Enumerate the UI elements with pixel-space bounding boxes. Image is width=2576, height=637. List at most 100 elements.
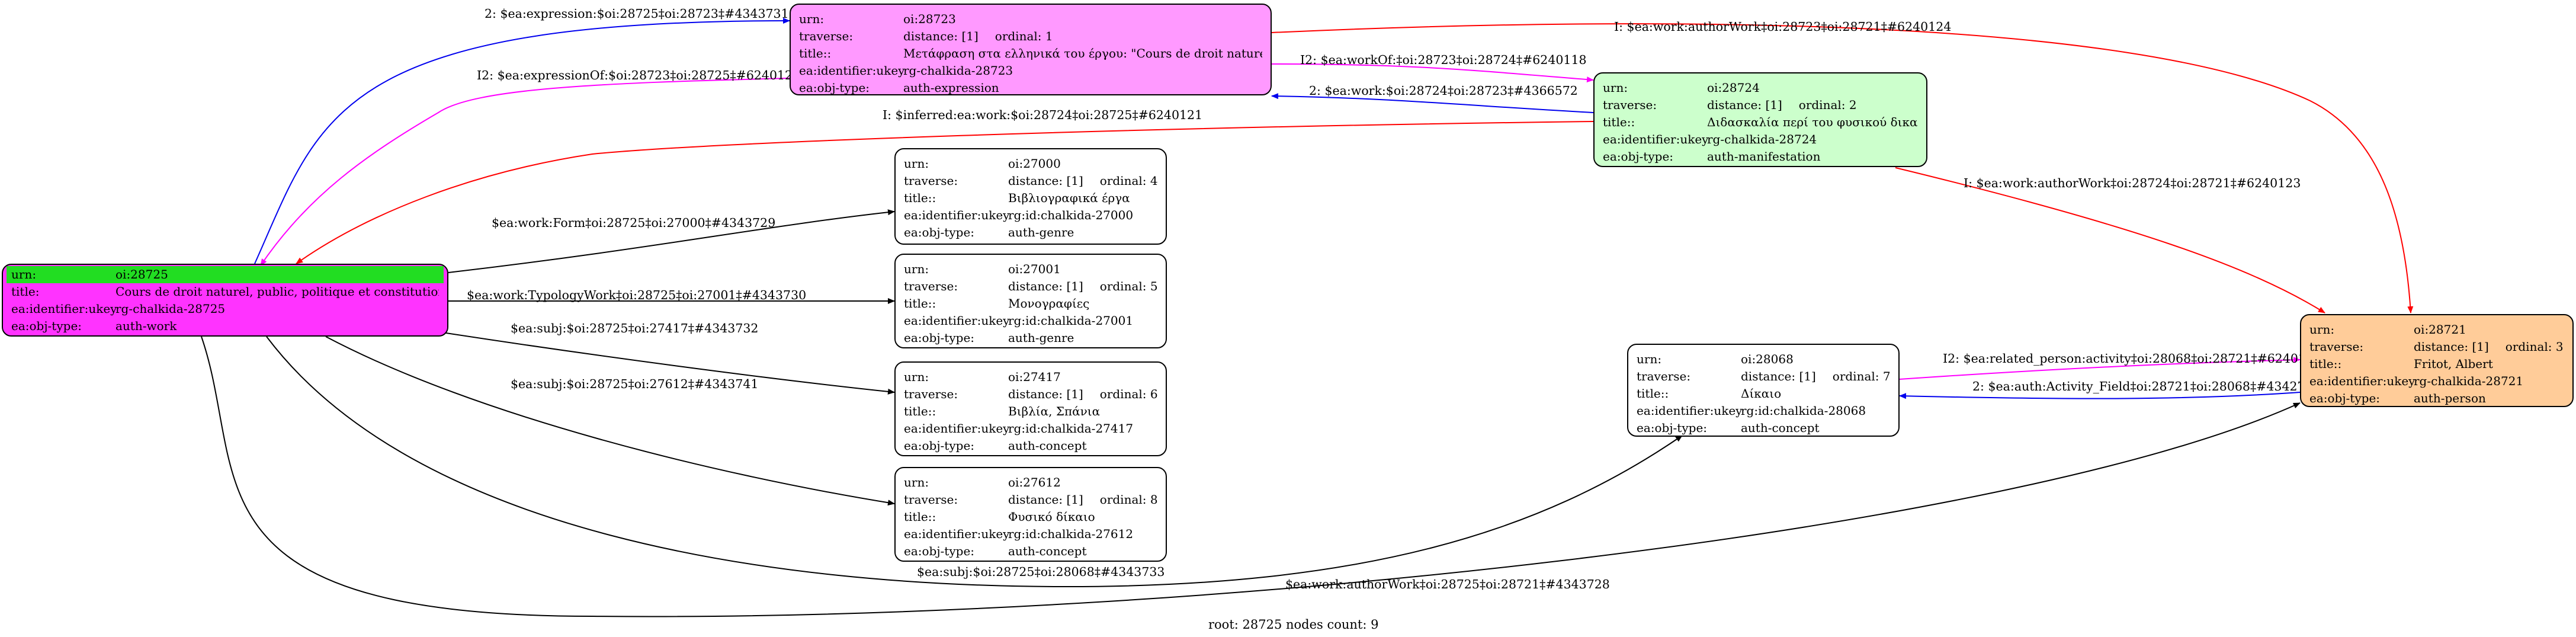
node-key-ukey: ea:identifier:ukey xyxy=(11,302,117,316)
node-root-28725[interactable]: urn: oi:28725 title:Cours de droit natur… xyxy=(2,264,448,337)
node-urn: oi:28724 xyxy=(1707,81,1760,95)
node-ukey: rg-chalkida-28723 xyxy=(903,63,1013,78)
node-ukey: rg:id:chalkida-27000 xyxy=(1008,208,1134,222)
edge-subj-27417 xyxy=(438,331,895,395)
node-distance: distance: [1] xyxy=(2414,340,2489,354)
edge-author-work-28724 xyxy=(1895,167,2325,313)
edge-label-author-work-28724: I: $ea:work:authorWork‡oi:28724‡oi:28721… xyxy=(1964,176,2301,190)
node-key-ukey: ea:identifier:ukey xyxy=(904,421,1010,436)
node-ordinal: ordinal: 1 xyxy=(995,29,1053,43)
node-key-ukey: ea:identifier:ukey xyxy=(904,208,1010,222)
node-key-urn: urn: xyxy=(904,370,929,384)
node-title: Μετάφραση στα ελληνικά του έργου: "Cours… xyxy=(903,46,1262,60)
edge-inferred-work xyxy=(296,121,1594,264)
graph-footer: root: 28725 nodes count: 9 xyxy=(1208,617,1379,632)
node-key-type: ea:obj-type: xyxy=(11,319,82,333)
node-key-title: title:: xyxy=(1637,386,1669,401)
node-title: Διδασκαλία περί του φυσικού δικαίου xyxy=(1707,115,1918,129)
edge-label-inferred-work: I: $inferred:ea:work:$oi:28724‡oi:28725‡… xyxy=(883,108,1203,122)
node-title: Δίκαιο xyxy=(1741,386,1782,401)
node-key-traverse: traverse: xyxy=(1637,369,1691,383)
node-urn: oi:28725 xyxy=(116,267,168,281)
node-type: auth-manifestation xyxy=(1707,149,1821,164)
node-urn: oi:27612 xyxy=(1008,475,1061,489)
node-type: auth-genre xyxy=(1008,225,1074,239)
node-title: Fritot, Albert xyxy=(2414,357,2493,371)
node-key-ukey: ea:identifier:ukey xyxy=(904,527,1010,541)
node-key-title: title:: xyxy=(2309,357,2342,371)
node-type: auth-genre xyxy=(1008,331,1074,345)
node-ordinal: ordinal: 2 xyxy=(1798,98,1857,112)
node-28068[interactable]: urn:oi:28068 traverse:distance: [1]ordin… xyxy=(1627,344,1900,437)
node-key-urn: urn: xyxy=(904,262,929,276)
node-key-type: ea:obj-type: xyxy=(904,331,975,345)
node-distance: distance: [1] xyxy=(1008,174,1083,188)
node-key-ukey: ea:identifier:ukey xyxy=(904,313,1010,328)
node-title: Βιβλιογραφικά έργα xyxy=(1008,191,1130,205)
node-type: auth-person xyxy=(2414,391,2486,405)
node-27612[interactable]: urn:oi:27612 traverse:distance: [1]ordin… xyxy=(894,467,1167,562)
node-ordinal: ordinal: 4 xyxy=(1099,174,1157,188)
node-urn: oi:28068 xyxy=(1741,352,1794,366)
node-urn: oi:28721 xyxy=(2414,322,2466,337)
edge-label-subj-27612: $ea:subj:$oi:28725‡oi:27612‡#4343741 xyxy=(511,377,759,391)
node-distance: distance: [1] xyxy=(1707,98,1782,112)
edge-expression-of xyxy=(260,78,790,266)
node-27001[interactable]: urn:oi:27001 traverse:distance: [1]ordin… xyxy=(894,254,1167,348)
node-type: auth-concept xyxy=(1008,438,1087,453)
node-key-ukey: ea:identifier:ukey xyxy=(799,63,905,78)
node-key-traverse: traverse: xyxy=(904,174,958,188)
node-key-type: ea:obj-type: xyxy=(904,438,975,453)
node-ordinal: ordinal: 6 xyxy=(1099,387,1157,401)
node-key-urn: urn: xyxy=(11,267,37,281)
edge-label-activity-field: 2: $ea:auth:Activity_Field‡oi:28721‡oi:2… xyxy=(1972,379,2321,393)
node-ukey: rg:id:chalkida-28068 xyxy=(1741,404,1866,418)
edge-typology-work xyxy=(448,298,895,305)
node-key-type: ea:obj-type: xyxy=(904,225,975,239)
node-ukey: rg-chalkida-28724 xyxy=(1707,132,1817,146)
node-key-urn: urn: xyxy=(904,475,929,489)
node-ordinal: ordinal: 8 xyxy=(1099,492,1157,507)
node-key-type: ea:obj-type: xyxy=(799,81,870,95)
edge-activity-field xyxy=(1899,392,2301,399)
node-ordinal: ordinal: 3 xyxy=(2505,340,2564,354)
node-distance: distance: [1] xyxy=(903,29,979,43)
node-key-title: title:: xyxy=(904,510,936,524)
node-distance: distance: [1] xyxy=(1008,279,1083,293)
root-header-row: urn: oi:28725 xyxy=(7,266,444,283)
node-key-urn: urn: xyxy=(1637,352,1662,366)
node-key-ukey: ea:identifier:ukey xyxy=(1603,132,1709,146)
node-ukey: rg-chalkida-28725 xyxy=(116,302,226,316)
node-type: auth-concept xyxy=(1741,421,1820,435)
edge-label-subj-28068: $ea:subj:$oi:28725‡oi:28068‡#4343733 xyxy=(917,565,1165,579)
node-title: Φυσικό δίκαιο xyxy=(1008,510,1095,524)
edge-subj-27612 xyxy=(325,336,895,506)
node-key-type: ea:obj-type: xyxy=(1637,421,1708,435)
node-28724[interactable]: urn:oi:28724 traverse:distance: [1]ordin… xyxy=(1593,72,1927,167)
node-28723[interactable]: urn:oi:28723 traverse:distance: [1]ordin… xyxy=(790,4,1272,95)
edge-label-typology-work: $ea:work:TypologyWork‡oi:28725‡oi:27001‡… xyxy=(467,288,807,302)
node-28721[interactable]: urn:oi:28721 traverse:distance: [1]ordin… xyxy=(2300,314,2574,407)
edge-label-work: 2: $ea:work:$oi:28724‡oi:28723‡#4366572 xyxy=(1309,84,1578,98)
node-urn: oi:27417 xyxy=(1008,370,1061,384)
edge-label-form: $ea:work:Form‡oi:28725‡oi:27000‡#4343729 xyxy=(492,216,776,230)
node-distance: distance: [1] xyxy=(1008,387,1083,401)
node-type: auth-expression xyxy=(903,81,999,95)
node-key-title: title:: xyxy=(904,191,936,205)
node-key-urn: urn: xyxy=(1603,81,1628,95)
node-key-urn: urn: xyxy=(904,156,929,171)
node-key-type: ea:obj-type: xyxy=(2309,391,2381,405)
node-key-traverse: traverse: xyxy=(904,492,958,507)
node-ukey: rg:id:chalkida-27417 xyxy=(1008,421,1134,436)
node-title: Cours de droit naturel, public, politiqu… xyxy=(116,284,439,299)
edge-form xyxy=(448,209,895,273)
edge-label-expression: 2: $ea:expression:$oi:28725‡oi:28723‡#43… xyxy=(485,7,789,21)
node-27417[interactable]: urn:oi:27417 traverse:distance: [1]ordin… xyxy=(894,361,1167,456)
node-ukey: rg:id:chalkida-27612 xyxy=(1008,527,1134,541)
node-type: auth-work xyxy=(116,319,177,333)
node-key-title: title:: xyxy=(799,46,832,60)
edge-label-subj-27417: $ea:subj:$oi:28725‡oi:27417‡#4343732 xyxy=(511,321,759,335)
node-27000[interactable]: urn:oi:27000 traverse:distance: [1]ordin… xyxy=(894,148,1167,245)
node-ukey: rg:id:chalkida-27001 xyxy=(1008,313,1134,328)
